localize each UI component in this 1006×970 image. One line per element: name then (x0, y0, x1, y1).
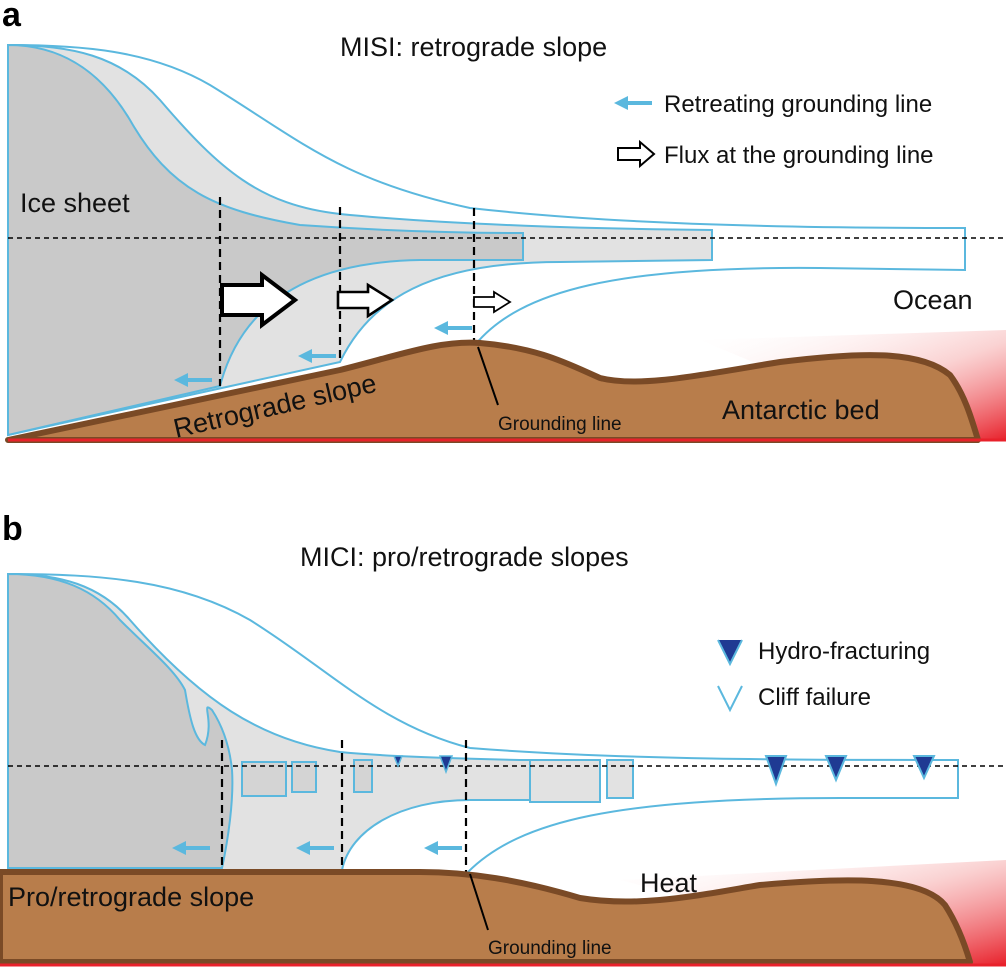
ice-profile-3 (7, 44, 966, 346)
calving-blocks (241, 759, 634, 803)
panel-a: a MISI: retrograde slope (2, 0, 1006, 444)
retreat-legend-label: Retreating grounding line (664, 91, 932, 118)
antarctic-bed-label: Antarctic bed (722, 395, 880, 425)
ice-sheet-label: Ice sheet (20, 188, 130, 218)
ice-profile-b1 (7, 572, 234, 869)
ice-profile-b3 (7, 573, 959, 873)
panel-a-title: MISI: retrograde slope (340, 32, 607, 62)
panel-b: b MICI: pro/retrograde slopes (0, 510, 1006, 967)
legend-b: Hydro-fracturing Cliff failure (717, 638, 930, 713)
retreat-arrows-a (174, 321, 472, 387)
flux-arrow-large (220, 270, 299, 330)
flux-legend-label: Flux at the grounding line (664, 142, 934, 169)
antarctic-bed-b (0, 869, 973, 965)
retreat-legend-arrowhead (614, 96, 628, 110)
heat-label: Heat (640, 868, 698, 898)
flux-legend-icon (617, 139, 656, 169)
cliff-failure-label: Cliff failure (758, 684, 871, 711)
panel-a-letter: a (2, 0, 22, 34)
hydro-fracturing-icon (717, 639, 743, 667)
panel-b-letter: b (2, 510, 23, 548)
ocean-label: Ocean (893, 285, 973, 315)
flux-arrow-small (473, 290, 512, 314)
panel-b-title: MICI: pro/retrograde slopes (300, 542, 629, 572)
flux-arrow-medium (336, 282, 395, 319)
legend-a: Retreating grounding line Flux at the gr… (614, 91, 934, 169)
hydro-fracturing-label: Hydro-fracturing (758, 638, 930, 665)
pro-retrograde-slope-label: Pro/retrograde slope (8, 882, 254, 912)
retreat-arrows-b (172, 841, 462, 855)
ice-profile-1 (7, 43, 524, 437)
hydro-fractures (392, 755, 936, 787)
cliff-failure-icon (717, 685, 743, 713)
grounding-line-label-b: Grounding line (488, 938, 612, 959)
grounding-line-label-a: Grounding line (498, 414, 622, 435)
grounding-pointer-b (469, 873, 489, 931)
grounding-pointer-a (477, 346, 499, 406)
